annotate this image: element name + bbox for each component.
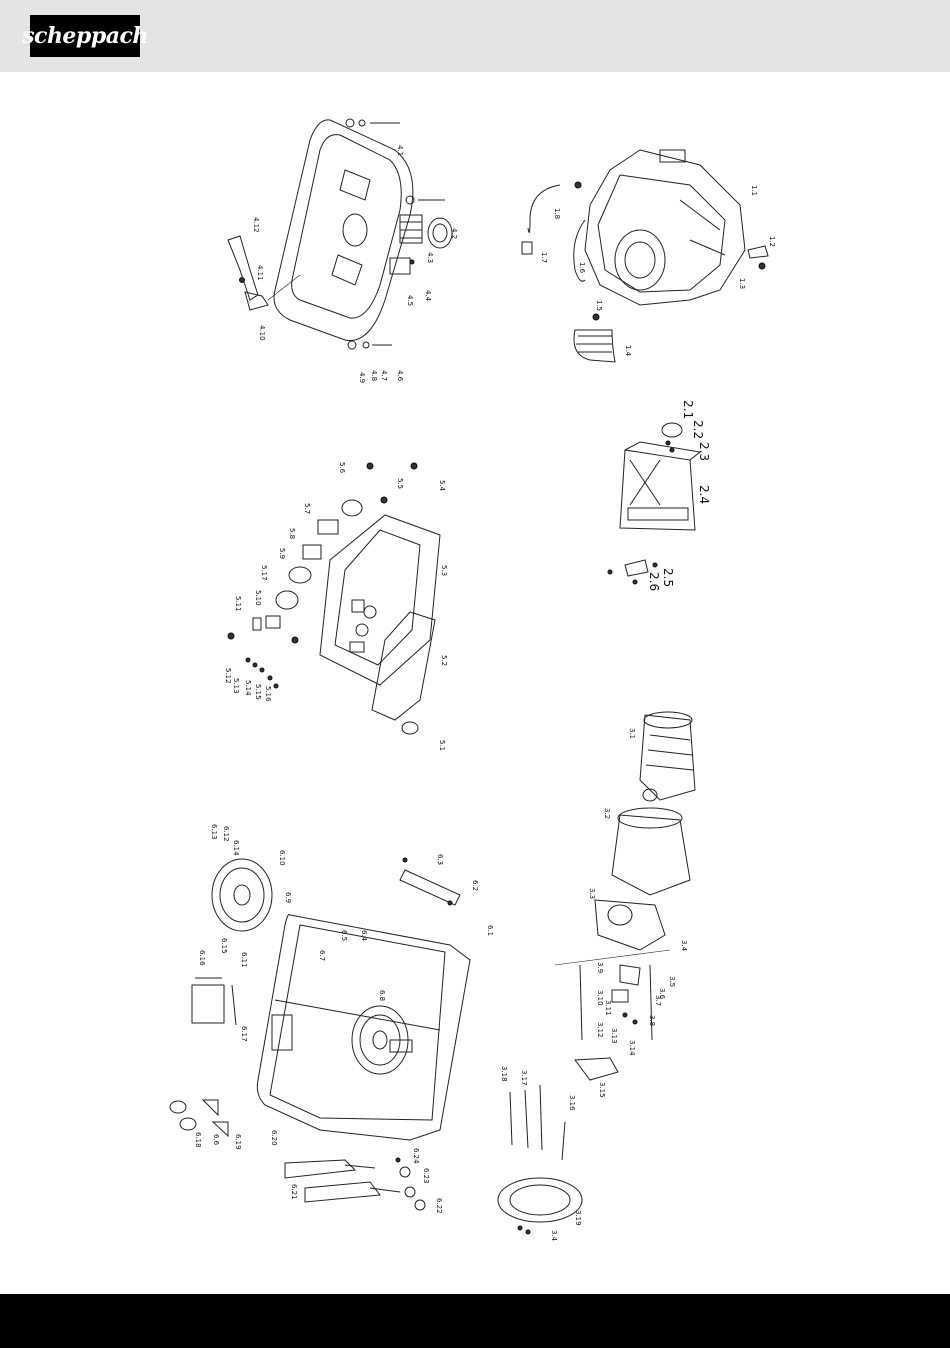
- part-label: 3.9: [596, 962, 604, 973]
- part-label: 5.15: [254, 684, 262, 700]
- fuel-tank-assembly: 4.1 4.2 4.3 4.4 4.5 4.6 4.7 4.8 4.9 4.10…: [227, 118, 458, 383]
- part-label: 4.8: [370, 370, 378, 381]
- part-label: 3.3: [588, 888, 596, 899]
- part-label: 5.8: [288, 528, 296, 539]
- part-label: 2.5: [661, 568, 675, 587]
- part-label: 6.17: [240, 1026, 248, 1042]
- part-label: 3.10: [596, 990, 604, 1006]
- part-label: 1.8: [553, 208, 561, 219]
- part-label: 2.1: [681, 400, 695, 419]
- frame-assembly: 6.1 6.2 6.3 6.4 6.5 6.6 6.7 6.8 6.9 6.10…: [169, 824, 494, 1214]
- page-header: scheppach: [0, 0, 950, 72]
- part-label: 3.4: [550, 1230, 558, 1242]
- part-label: 5.17: [260, 565, 268, 581]
- part-label: 6.18: [194, 1132, 202, 1148]
- part-label: 3.11: [604, 1000, 612, 1016]
- part-label: 5.1: [438, 740, 446, 751]
- brand-name: scheppach: [22, 23, 148, 49]
- part-label: 4.10: [258, 325, 266, 341]
- part-label: 1.2: [768, 236, 776, 247]
- part-label: 5.11: [234, 596, 242, 612]
- part-label: 6.24: [412, 1148, 420, 1164]
- part-label: 3.6: [658, 988, 666, 1000]
- part-label: 3.12: [596, 1022, 604, 1038]
- part-label: 5.6: [338, 462, 346, 474]
- part-label: 2.4: [697, 485, 711, 504]
- part-label: 2.6: [647, 572, 661, 591]
- part-label: 4.9: [358, 372, 366, 383]
- part-label: 5.4: [438, 480, 446, 492]
- part-label: 6.9: [284, 892, 292, 903]
- part-label: 6.10: [278, 850, 286, 866]
- part-label: 6.11: [240, 952, 248, 968]
- part-label: 4.5: [406, 295, 414, 306]
- part-label: 6.4: [360, 930, 368, 942]
- part-label: 1.3: [738, 278, 746, 289]
- part-label: 3.7: [654, 995, 662, 1006]
- part-label: 6.16: [198, 950, 206, 966]
- part-label: 5.13: [232, 678, 240, 694]
- control-panel-assembly: 5.1 5.2 5.3 5.4 5.5 5.6 5.7 5.8 5.9 5.10…: [224, 462, 448, 751]
- part-label: 6.22: [435, 1198, 443, 1214]
- part-label: 6.6: [212, 1134, 220, 1146]
- part-label: 6.5: [340, 930, 348, 941]
- part-label: 6.3: [436, 854, 444, 865]
- part-label: 5.14: [244, 680, 252, 696]
- part-label: 5.5: [396, 478, 404, 489]
- part-label: 1.1: [750, 185, 758, 196]
- part-label: 3.19: [574, 1210, 582, 1226]
- part-label: 3.14: [628, 1040, 636, 1056]
- part-label: 3.15: [598, 1082, 606, 1098]
- part-label: 3.18: [500, 1066, 508, 1082]
- part-label: 3.2: [603, 808, 611, 819]
- part-label: 5.12: [224, 668, 232, 684]
- page-footer: [0, 1294, 950, 1348]
- part-label: 6.23: [422, 1168, 430, 1184]
- part-label: 3.16: [568, 1095, 576, 1111]
- part-label: 3.4: [680, 940, 688, 952]
- part-label: 6.2: [471, 880, 479, 891]
- part-label: 4.6: [396, 370, 404, 382]
- part-label: 5.10: [254, 590, 262, 606]
- part-label: 6.19: [234, 1134, 242, 1150]
- air-filter-assembly: 2.1 2.2 2.3 2.4 2.5 2.6: [607, 400, 711, 591]
- part-label: 4.1: [396, 145, 404, 156]
- part-label: 6.8: [378, 990, 386, 1001]
- part-label: 1.4: [624, 345, 632, 357]
- part-label: 6.1: [486, 925, 494, 936]
- part-label: 5.7: [303, 503, 311, 514]
- part-label: 5.3: [440, 565, 448, 576]
- part-label: 4.3: [426, 252, 434, 263]
- part-label: 6.21: [290, 1184, 298, 1200]
- part-label: 3.5: [668, 976, 676, 987]
- engine-assembly: 1.1 1.2 1.3 1.4 1.5 1.6 1.7 1.8: [521, 149, 776, 363]
- part-label: 4.4: [424, 290, 432, 302]
- part-label: 4.2: [450, 228, 458, 239]
- part-label: 4.7: [380, 370, 388, 381]
- part-label: 2.2: [691, 420, 705, 439]
- part-label: 1.7: [540, 252, 548, 263]
- alternator-assembly: 3.1 3.2 3.3 3.4 3.5 3.6 3.7 3.8 3.9 3.10…: [497, 711, 696, 1242]
- part-label: 3.1: [628, 728, 636, 739]
- part-label: 6.15: [220, 938, 228, 954]
- part-label: 3.8: [648, 1015, 656, 1026]
- part-label: 3.13: [610, 1028, 618, 1044]
- part-label: 1.6: [578, 262, 586, 274]
- part-label: 5.16: [264, 686, 272, 702]
- part-label: 6.12: [222, 826, 230, 842]
- exploded-view-drawing: 4.1 4.2 4.3 4.4 4.5 4.6 4.7 4.8 4.9 4.10…: [169, 118, 776, 1242]
- part-label: 6.7: [318, 950, 326, 961]
- part-label: 6.14: [232, 840, 240, 856]
- part-label: 3.17: [520, 1070, 528, 1086]
- part-label: 5.2: [440, 655, 448, 666]
- part-label: 2.3: [697, 442, 711, 461]
- part-label: 6.13: [210, 824, 218, 840]
- part-label: 6.20: [270, 1130, 278, 1146]
- part-label: 4.12: [252, 217, 260, 233]
- part-label: 1.5: [595, 300, 603, 311]
- brand-logo: scheppach: [22, 15, 148, 57]
- part-label: 4.11: [256, 265, 264, 281]
- part-label: 5.9: [278, 548, 286, 559]
